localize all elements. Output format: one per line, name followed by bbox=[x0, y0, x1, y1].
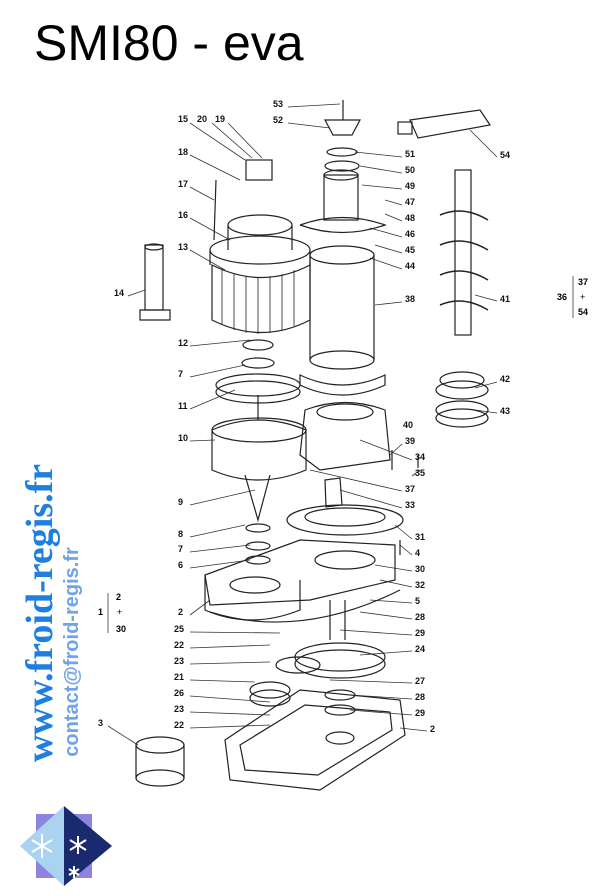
callout: 25 bbox=[174, 624, 185, 634]
callout: 9 bbox=[178, 497, 184, 507]
callout: 6 bbox=[178, 560, 184, 570]
callout: 3 bbox=[98, 718, 104, 728]
callout: 28 bbox=[415, 692, 426, 702]
callout: 15 bbox=[178, 114, 189, 124]
callout: 54 bbox=[500, 150, 511, 160]
callout: 23 bbox=[174, 656, 185, 666]
callout: 29 bbox=[415, 708, 426, 718]
group-to: 54 bbox=[578, 307, 589, 317]
group-id: 1 bbox=[98, 607, 104, 617]
callout: 14 bbox=[114, 288, 125, 298]
callout: 43 bbox=[500, 406, 511, 416]
callout: 2 bbox=[178, 607, 184, 617]
callout: 35 bbox=[415, 468, 426, 478]
snowflake-logo bbox=[20, 806, 112, 886]
group-plus: + bbox=[117, 607, 123, 617]
callout: 47 bbox=[405, 197, 416, 207]
callout: 11 bbox=[178, 401, 188, 411]
callout: 7 bbox=[178, 544, 184, 554]
callout: 51 bbox=[405, 149, 416, 159]
callout: 39 bbox=[405, 436, 416, 446]
group-id: 36 bbox=[557, 292, 568, 302]
callout: 45 bbox=[405, 245, 416, 255]
callout: 30 bbox=[415, 564, 426, 574]
callout: 52 bbox=[273, 115, 284, 125]
callout: 10 bbox=[178, 433, 189, 443]
watermark-site: www.froid-regis.fr bbox=[19, 463, 61, 763]
callout: 37 bbox=[405, 484, 416, 494]
callout: 33 bbox=[405, 500, 416, 510]
callout: 46 bbox=[405, 229, 416, 239]
callout: 23 bbox=[174, 704, 185, 714]
callout: 26 bbox=[174, 688, 185, 698]
callout: 22 bbox=[174, 720, 185, 730]
callout: 49 bbox=[405, 181, 416, 191]
callout: 32 bbox=[415, 580, 426, 590]
callout: 22 bbox=[174, 640, 185, 650]
callout: 34 bbox=[415, 452, 426, 462]
callout: 50 bbox=[405, 165, 416, 175]
callout: 38 bbox=[405, 294, 416, 304]
group-from: 2 bbox=[116, 592, 122, 602]
callout: 20 bbox=[197, 114, 208, 124]
callout: 4 bbox=[415, 548, 421, 558]
callout: 27 bbox=[415, 676, 426, 686]
callout: 18 bbox=[178, 147, 189, 157]
callout: 12 bbox=[178, 338, 189, 348]
callout: 8 bbox=[178, 529, 184, 539]
watermark-email: contact@froid-regis.fr bbox=[61, 547, 83, 757]
callout: 2 bbox=[430, 724, 436, 734]
callout: 5 bbox=[415, 596, 421, 606]
callout: 28 bbox=[415, 612, 426, 622]
page-title: SMI80 - eva bbox=[34, 15, 304, 71]
callout: 40 bbox=[403, 420, 414, 430]
callout: 19 bbox=[215, 114, 226, 124]
group-to: 30 bbox=[116, 624, 127, 634]
callout: 53 bbox=[273, 99, 284, 109]
callout: 31 bbox=[415, 532, 426, 542]
callout: 48 bbox=[405, 213, 416, 223]
callout: 41 bbox=[500, 294, 511, 304]
callout: 24 bbox=[415, 644, 426, 654]
callout: 29 bbox=[415, 628, 426, 638]
callout: 13 bbox=[178, 242, 189, 252]
callout: 7 bbox=[178, 369, 184, 379]
callout: 16 bbox=[178, 210, 189, 220]
group-from: 37 bbox=[578, 277, 589, 287]
group-plus: + bbox=[580, 292, 586, 302]
callout: 42 bbox=[500, 374, 511, 384]
callout: 17 bbox=[178, 179, 189, 189]
callout: 21 bbox=[174, 672, 185, 682]
callout: 44 bbox=[405, 261, 416, 271]
